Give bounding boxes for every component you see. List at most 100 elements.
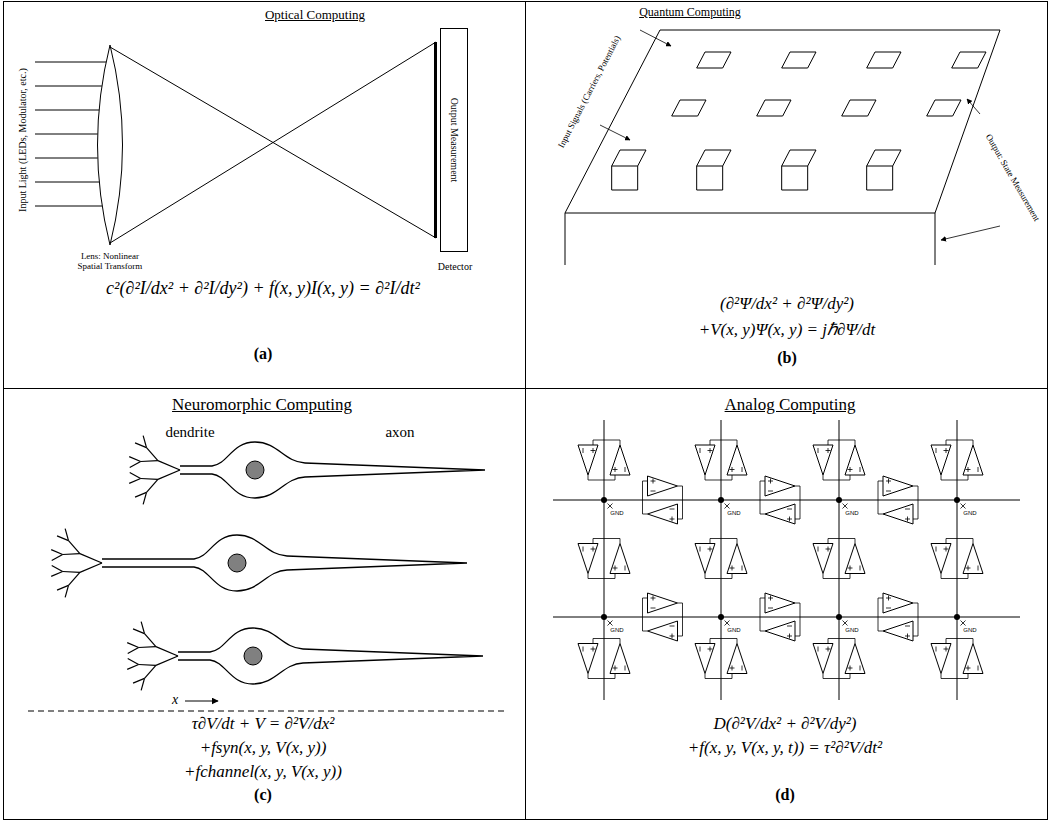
op-amp-symbol xyxy=(931,539,957,579)
output-wire xyxy=(721,639,737,644)
op-amp-body xyxy=(931,544,951,574)
axis-label: x xyxy=(172,692,178,707)
op-amp-body xyxy=(883,593,913,613)
ground-mark xyxy=(725,621,730,626)
output-wire xyxy=(913,603,918,617)
equation: D(∂²V/dx² + ∂²V/dy²) xyxy=(713,714,856,734)
input-arrow xyxy=(640,30,671,46)
equation: +fchannel(x, y, V(x, y)) xyxy=(184,762,342,782)
panel: Neuromorphic Computingτ∂V/dt + V = ∂²V/d… xyxy=(3,388,526,820)
input-wire xyxy=(839,674,850,679)
op-amp-symbol xyxy=(813,639,839,679)
op-amp-body xyxy=(845,445,865,475)
output-wire xyxy=(957,639,973,644)
op-amp-symbol xyxy=(604,539,630,579)
op-amp-symbol xyxy=(839,539,865,579)
dendrite-branch xyxy=(158,461,180,470)
polarity-marks xyxy=(848,666,861,671)
op-amp-body xyxy=(883,476,913,496)
op-amp-body xyxy=(648,621,678,641)
input-wire xyxy=(710,639,721,644)
grid-wire xyxy=(957,420,958,700)
output-wire xyxy=(878,500,883,514)
junction-dot xyxy=(954,497,960,503)
op-amp-body xyxy=(883,621,913,641)
op-amp-body xyxy=(845,544,865,574)
polarity-marks xyxy=(583,647,596,652)
dendrite-branch xyxy=(80,554,102,563)
output-wire xyxy=(839,539,855,544)
junction-dot xyxy=(718,614,724,620)
op-amp-body xyxy=(765,504,795,524)
op-amp-body xyxy=(765,621,795,641)
op-amp-symbol xyxy=(957,639,983,679)
polarity-marks xyxy=(700,547,713,552)
grid-wire xyxy=(553,500,1020,501)
output-wire xyxy=(705,475,721,480)
junction-dot xyxy=(718,497,724,503)
grid-wire xyxy=(721,420,722,700)
light-ray xyxy=(35,182,99,183)
op-amp-symbol xyxy=(721,639,747,679)
op-amp-body xyxy=(695,445,715,475)
dendrite-branch xyxy=(68,572,79,585)
op-amp-body xyxy=(610,445,630,475)
quantum-well xyxy=(757,100,791,116)
dendrite-branch xyxy=(51,571,62,576)
op-amp-symbol xyxy=(695,639,721,679)
ground-mark xyxy=(961,621,966,626)
op-amp-body xyxy=(963,445,983,475)
quantum-well-wall xyxy=(867,166,893,190)
dendrite-branch xyxy=(139,646,156,648)
equation: +fsyn(x, y, V(x, y)) xyxy=(200,738,327,758)
dendrite-branch xyxy=(133,629,144,634)
output-wire xyxy=(795,486,800,500)
ground-label: GND xyxy=(727,510,740,517)
op-amp-body xyxy=(963,644,983,674)
polarity-marks xyxy=(936,647,949,652)
box-label: Output Measurement xyxy=(448,98,460,183)
output-wire xyxy=(721,539,737,544)
polarity-marks xyxy=(670,509,675,522)
input-wire xyxy=(593,440,604,445)
polarity-marks xyxy=(818,547,831,552)
op-amp-body xyxy=(695,644,715,674)
input-wire xyxy=(957,475,968,480)
polarity-marks xyxy=(787,626,792,639)
output-wire xyxy=(705,674,721,679)
op-amp-body xyxy=(765,593,795,613)
ground-mark xyxy=(843,504,848,509)
output-wire xyxy=(941,475,957,480)
op-amp-body xyxy=(813,445,833,475)
polarity-marks xyxy=(848,566,861,571)
grid-wire xyxy=(604,420,605,700)
light-ray xyxy=(35,62,106,63)
polarity-marks xyxy=(730,666,743,671)
op-amp-body xyxy=(648,504,678,524)
plate-top xyxy=(565,30,1000,213)
input-wire xyxy=(643,481,648,500)
input-wire xyxy=(839,475,850,480)
ground-label: GND xyxy=(845,627,858,634)
panel-label: (b) xyxy=(777,349,797,367)
light-ray xyxy=(35,158,98,159)
ground-mark xyxy=(608,504,613,509)
dendrite-branch xyxy=(63,553,80,555)
polarity-marks xyxy=(966,666,979,671)
output-wire xyxy=(957,539,973,544)
dendrite-branch xyxy=(146,479,157,492)
op-amp-body xyxy=(931,445,951,475)
input-wire xyxy=(593,539,604,544)
dendrite-branch xyxy=(139,664,156,666)
neuron-body xyxy=(178,628,483,684)
input-wire xyxy=(710,440,721,445)
quantum-well xyxy=(927,100,961,116)
op-amp-symbol xyxy=(839,440,865,480)
ground-mark xyxy=(725,621,730,626)
op-amp-symbol xyxy=(878,593,918,617)
input-wire xyxy=(839,574,850,579)
op-amp-symbol xyxy=(578,440,604,480)
